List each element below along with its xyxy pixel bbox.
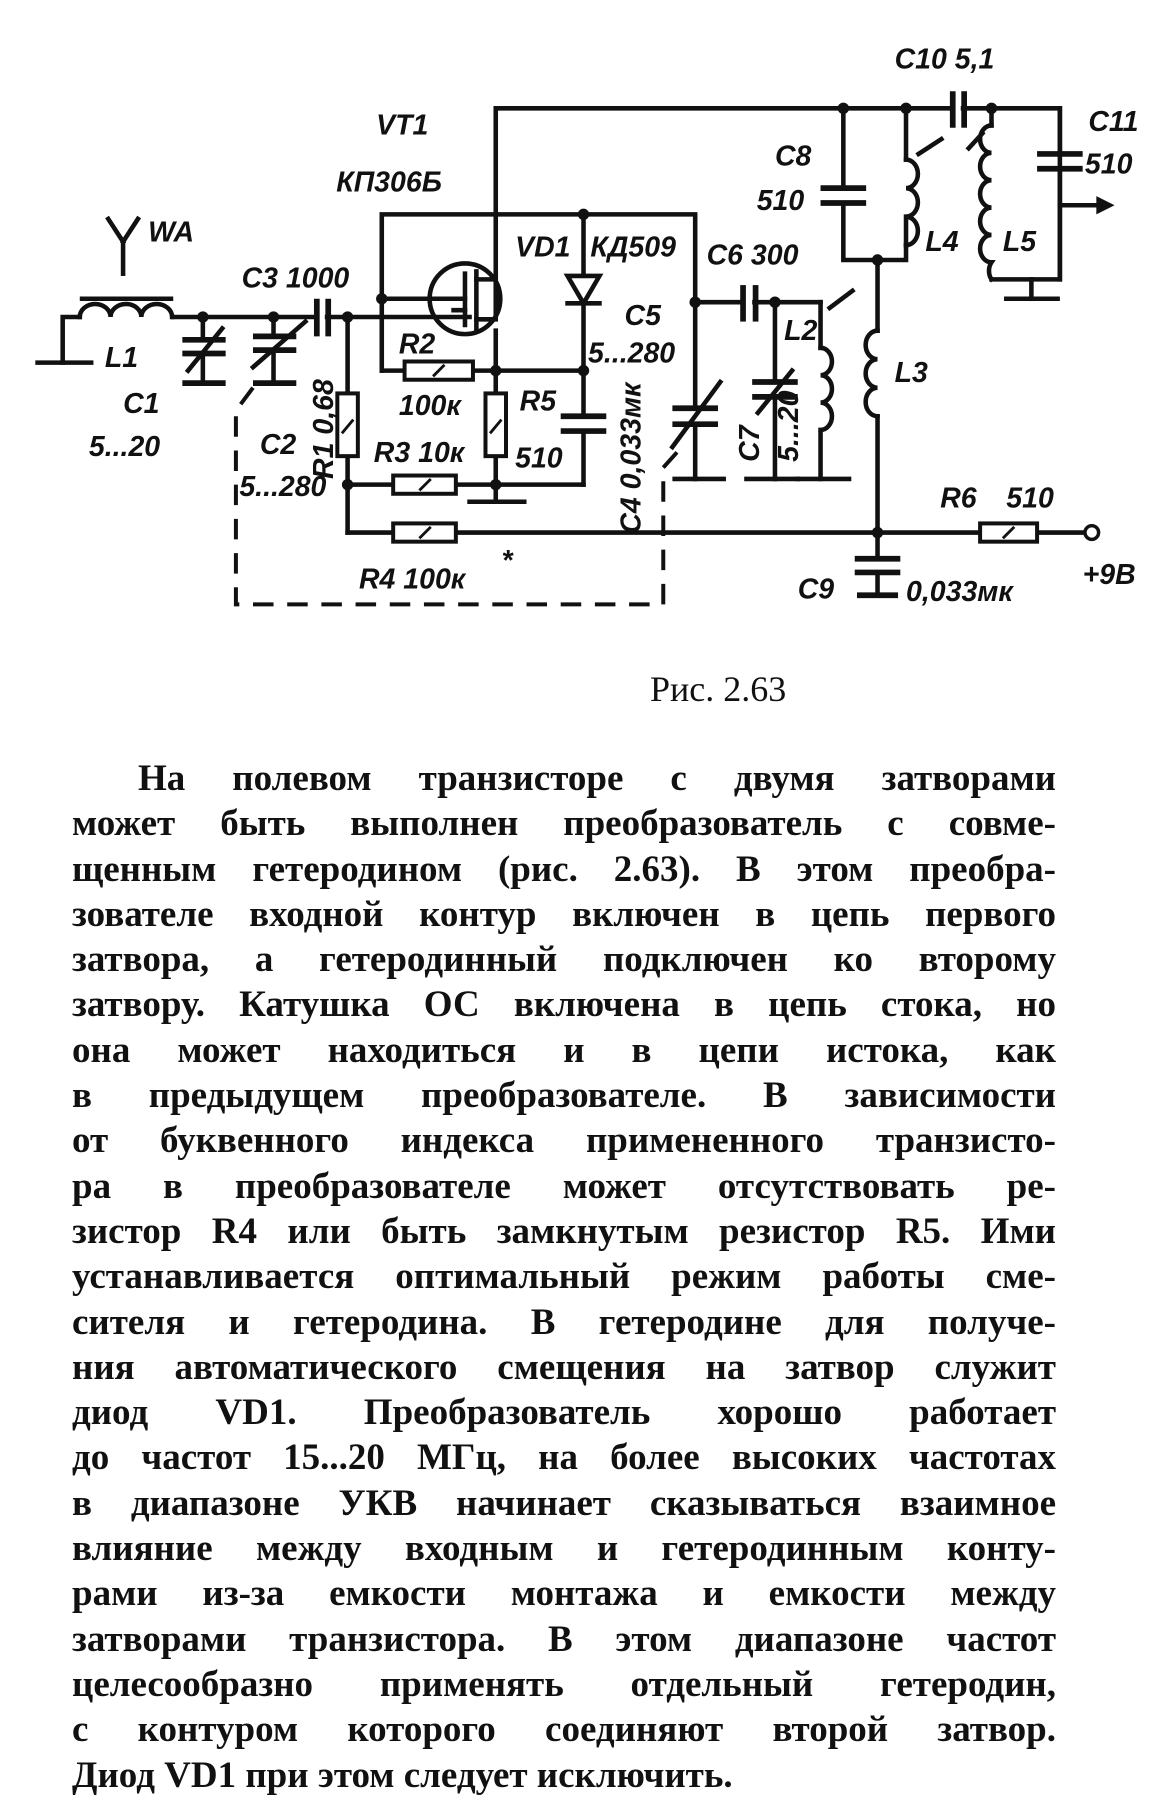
supply-terminal — [1083, 523, 1101, 542]
label-c7-value: 5...20 — [773, 390, 805, 461]
resistor-r2 — [402, 359, 475, 382]
label-c7: C7 — [734, 424, 766, 462]
label-c8-value: 510 — [757, 185, 805, 217]
text-line: она может находиться и в цепи истока, ка… — [72, 1029, 1056, 1071]
junction-dots — [197, 102, 998, 539]
text-line: рами из-за емкости монтажа и емкости меж… — [72, 1573, 1056, 1615]
resistor-r4 — [391, 521, 458, 544]
antenna-icon — [105, 215, 142, 276]
label-c5-value: 5...280 — [588, 338, 675, 370]
label-c9: C9 — [798, 574, 835, 606]
capacitor-c11 — [1037, 151, 1083, 282]
capacitor-c1 — [182, 325, 226, 387]
capacitor-c7 — [752, 367, 798, 417]
capacitor-c2 — [249, 318, 309, 387]
text-line: в диапазоне УКВ начинает сказываться вза… — [72, 1482, 1056, 1524]
text-line: затвора, а гетеродинный подключен ко вто… — [72, 939, 1056, 981]
label-r4: R4 100к — [359, 563, 467, 595]
inductor-l2 — [818, 287, 856, 433]
ganged-tuning-link — [233, 386, 686, 607]
figure-caption: Рис. 2.63 — [650, 669, 787, 709]
inductor-l3 — [863, 328, 880, 419]
label-vt1-type: КП306Б — [336, 167, 442, 199]
transistor-vt1 — [427, 261, 503, 337]
label-l1: L1 — [105, 342, 138, 374]
text-line: затвору. Катушка ОС включена в цепь сток… — [72, 984, 1056, 1026]
circuit-diagram: WA L1 C1 5...20 C2 5...280 C3 1000 VT1 К… — [35, 43, 1138, 608]
label-l3: L3 — [895, 357, 928, 389]
capacitor-c6 — [740, 285, 759, 322]
resistor-r6 — [978, 521, 1040, 544]
label-c8: C8 — [775, 140, 812, 172]
text-line: щенным гетеродином (рис. 2.63). В этом п… — [72, 848, 1056, 890]
text-line: На полевом транзисторе с двумя затворами — [138, 758, 1056, 799]
resistor-r1 — [335, 391, 360, 459]
label-l4: L4 — [925, 226, 958, 258]
label-c11: C11 — [1088, 106, 1138, 138]
text-line: от буквенного индекса примененного транз… — [72, 1120, 1056, 1162]
label-c4: C4 0,033мк — [615, 381, 647, 534]
text-line: диод VD1. Преобразователь хорошо работае… — [72, 1392, 1056, 1434]
label-c6: C6 300 — [707, 240, 799, 272]
label-r6-value: 510 — [1006, 482, 1054, 514]
output-arrow-icon — [1057, 196, 1115, 215]
label-c5: C5 — [625, 300, 663, 332]
resistor-r3 — [391, 473, 458, 496]
label-r4-mark: * — [501, 545, 514, 577]
label-c11-value: 510 — [1085, 148, 1133, 180]
text-line: в предыдущем преобразователе. В зависимо… — [72, 1075, 1056, 1117]
label-vd1: VD1 — [515, 232, 570, 264]
label-r6: R6 — [940, 482, 977, 514]
label-vt1: VT1 — [376, 110, 428, 142]
text-line: целесообразно применять отдельный гетеро… — [72, 1663, 1056, 1705]
capacitor-c9 — [854, 555, 901, 599]
resistor-r5 — [483, 391, 508, 459]
capacitor-c4 — [560, 413, 607, 434]
label-wa: WA — [148, 217, 194, 249]
label-l2: L2 — [784, 315, 817, 347]
label-c1-value: 5...20 — [89, 431, 160, 463]
capacitor-c10 — [949, 91, 967, 128]
label-c9-value: 0,033мк — [906, 576, 1014, 608]
label-supply: +9В — [1083, 559, 1136, 591]
capacitor-c8 — [820, 185, 867, 206]
label-r2: R2 — [399, 329, 436, 361]
label-c3: C3 1000 — [242, 262, 350, 294]
text-line: с контуром которого соединяют второй зат… — [72, 1709, 1056, 1751]
capacitor-c3 — [313, 298, 332, 337]
text-line: может быть выполнен преобразователь с со… — [72, 803, 1056, 845]
inductor-l1 — [77, 296, 175, 320]
label-vd1-type: КД509 — [590, 232, 676, 264]
inductor-l5 — [965, 123, 996, 283]
text-line: зователе входной контур включен в цепь п… — [72, 893, 1056, 935]
label-c2-value: 5...280 — [239, 471, 326, 503]
label-r2-value: 100к — [399, 390, 463, 422]
label-c2: C2 — [260, 429, 297, 461]
capacitor-c5 — [669, 378, 724, 451]
label-r3: R3 10к — [374, 437, 466, 469]
diode-vd1 — [563, 273, 604, 308]
label-r5: R5 — [520, 386, 558, 418]
text-line: зистор R4 или быть замкнутым резистор R5… — [72, 1210, 1056, 1252]
label-c1: C1 — [123, 388, 159, 420]
text-line: влияние между входным и гетеродинным кон… — [72, 1528, 1056, 1570]
text-line: ния автоматического смещения на затвор с… — [72, 1346, 1056, 1388]
text-line: Диод VD1 при этом следует исключить. — [72, 1754, 733, 1796]
text-line: ра в преобразователе может отсутствовать… — [72, 1165, 1056, 1207]
text-line: сителя и гетеродина. В гетеродине для по… — [72, 1301, 1056, 1343]
inductor-l4 — [903, 135, 945, 248]
text-line: до частот 15...20 МГц, на более высоких … — [72, 1437, 1056, 1479]
label-c10: C10 5,1 — [895, 43, 995, 75]
text-line: затворами транзистора. В этом диапазоне … — [72, 1618, 1056, 1660]
text-line: устанавливается оптимальный режим работы… — [72, 1256, 1056, 1298]
label-r1: R1 0,68 — [308, 379, 340, 479]
label-l5: L5 — [1003, 226, 1037, 258]
body-paragraph: На полевом транзисторе с двумя затворами… — [72, 756, 1056, 1798]
label-r5-value: 510 — [515, 443, 563, 475]
